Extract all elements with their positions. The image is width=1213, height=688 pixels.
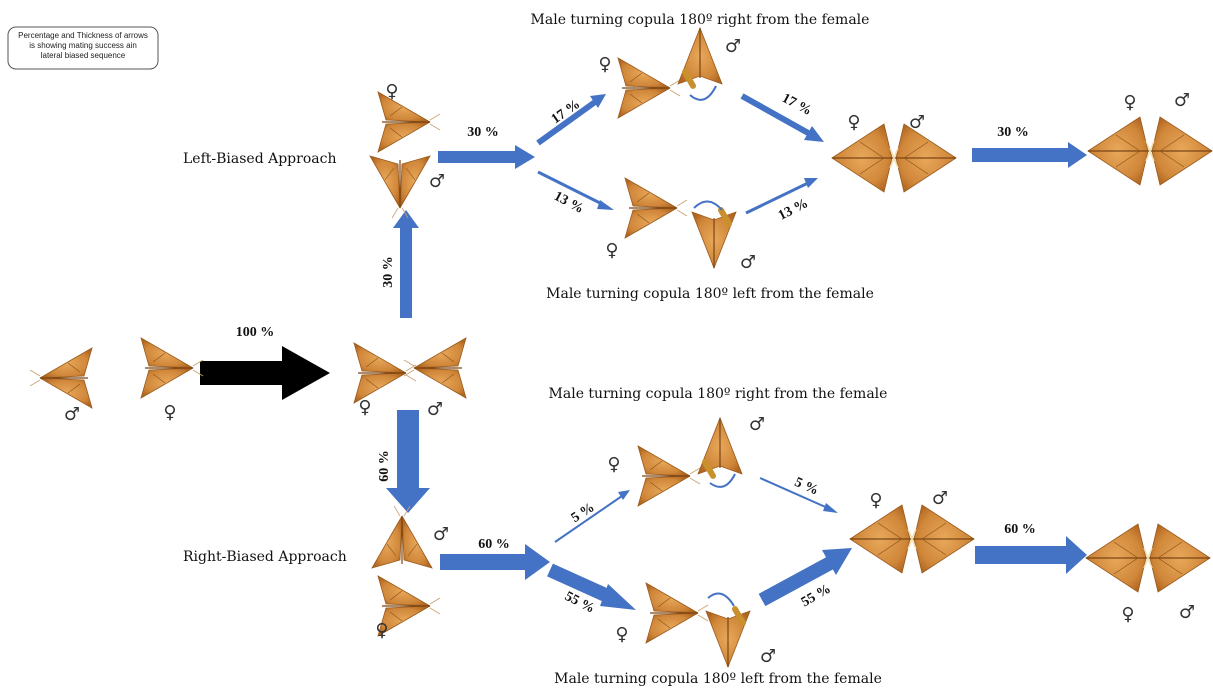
male-symbol: ♂ <box>1174 90 1190 111</box>
moth-icon <box>370 156 430 218</box>
caption-top-left: Male turning copula 180º left from the f… <box>546 286 874 302</box>
pct-to-right-approach: 60 % <box>377 450 392 482</box>
pct-right-final: 60 % <box>1004 522 1036 537</box>
rotate-arrow-icon <box>709 473 736 488</box>
moth-icon <box>403 337 467 399</box>
start-arrow <box>200 346 330 400</box>
moth-icon <box>371 505 433 569</box>
male-symbol: ♂ <box>433 524 449 545</box>
right-approach-label: Right-Biased Approach <box>183 549 347 565</box>
moth-icon <box>1085 523 1211 593</box>
arrow-right-final <box>975 536 1087 574</box>
moth-icon <box>831 123 957 193</box>
moth-icon <box>691 205 737 269</box>
legend-note: Percentage and Thickness of arrows is sh… <box>7 26 159 70</box>
rotate-arrow-icon <box>707 592 735 607</box>
arrow-left-lower-out <box>745 178 818 215</box>
rotate-arrow-icon <box>689 85 717 101</box>
male-symbol: ♂ <box>932 488 948 509</box>
legend-line-1: Percentage and Thickness of arrows <box>18 31 148 40</box>
rotate-arrow-icon <box>693 200 723 211</box>
female-symbol: ♀ <box>358 397 371 418</box>
moth-icon <box>1087 116 1213 186</box>
moth-icon <box>697 417 743 481</box>
moth-icon <box>646 583 708 643</box>
female-symbol: ♀ <box>163 402 176 423</box>
male-symbol: ♂ <box>429 171 445 192</box>
pct-left-lower-out: 13 % <box>776 196 811 224</box>
arrow-right-approach-out <box>440 544 550 580</box>
pct-left-approach-out: 30 % <box>467 125 499 140</box>
caption-top-right: Male turning copula 180º right from the … <box>531 12 870 28</box>
arrow-to-right-approach <box>386 410 430 513</box>
female-symbol: ♀ <box>615 624 628 645</box>
left-approach-label: Left-Biased Approach <box>183 151 336 167</box>
pct-right-approach-out: 60 % <box>478 537 510 552</box>
arrow-right-lower-in <box>547 563 636 610</box>
pct-left-final: 30 % <box>997 125 1029 140</box>
female-symbol: ♀ <box>847 112 860 133</box>
arrow-right-upper-out <box>759 477 838 513</box>
female-symbol: ♀ <box>1121 604 1134 625</box>
male-symbol: ♂ <box>725 36 741 57</box>
caption-bottom-left: Male turning copula 180º left from the f… <box>554 671 882 687</box>
moth-icon <box>677 27 723 91</box>
moth-icon <box>354 343 416 403</box>
male-symbol: ♂ <box>909 112 925 133</box>
female-symbol: ♀ <box>385 81 398 102</box>
moth-icon <box>625 178 687 238</box>
male-symbol: ♂ <box>740 252 756 273</box>
arrow-left-approach-out <box>438 145 535 169</box>
male-symbol: ♂ <box>749 414 765 435</box>
female-symbol: ♀ <box>1123 92 1136 113</box>
moth-icon <box>705 604 751 668</box>
arrow-right-lower-out <box>758 548 852 607</box>
legend-line-2: is showing mating success ain <box>29 41 137 50</box>
pct-start: 100 % <box>236 325 275 340</box>
arrow-right-upper-in <box>554 490 630 543</box>
male-symbol: ♂ <box>427 399 443 420</box>
moth-icon <box>618 58 680 118</box>
arrow-left-final <box>972 142 1087 168</box>
arrow-left-lower-in <box>537 170 614 210</box>
male-symbol: ♂ <box>1179 602 1195 623</box>
arrow-left-upper-in <box>536 94 606 146</box>
pct-left-upper-out: 17 % <box>779 91 814 119</box>
female-symbol: ♀ <box>598 54 611 75</box>
arrow-left-upper-out <box>740 93 824 142</box>
female-symbol: ♀ <box>869 490 882 511</box>
arrow-to-left-approach <box>393 210 419 318</box>
female-symbol: ♀ <box>375 620 388 641</box>
male-symbol: ♂ <box>64 404 80 425</box>
pct-right-lower-out: 55 % <box>799 582 834 611</box>
female-symbol: ♀ <box>607 454 620 475</box>
female-symbol: ♀ <box>605 240 618 261</box>
male-symbol: ♂ <box>760 646 776 667</box>
moth-icon <box>638 446 700 506</box>
moth-icon <box>849 504 975 574</box>
moth-icon <box>141 338 203 398</box>
pct-to-left-approach: 30 % <box>381 256 396 288</box>
legend-line-3: lateral biased sequence <box>41 51 126 60</box>
moth-icon <box>29 347 93 409</box>
caption-bottom-right: Male turning copula 180º right from the … <box>549 386 888 402</box>
